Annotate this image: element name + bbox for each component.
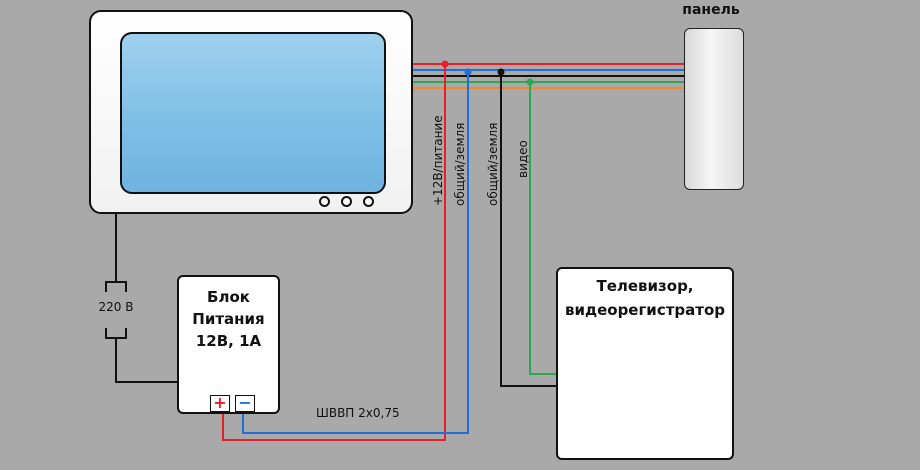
junction-black (497, 68, 505, 76)
monitor-screen (120, 32, 386, 194)
ground-wire-label-2: общий/земля (486, 122, 500, 206)
wire-red-drop (222, 64, 446, 441)
plus-terminal: + (210, 395, 230, 412)
tv-recorder-title: Телевизор, видеорегистратор (564, 277, 726, 319)
minus-terminal: − (235, 395, 255, 412)
wire-blue-drop (242, 70, 469, 434)
cable-type-label: ШВВП 2х0,75 (316, 406, 400, 420)
wire-green-drop (529, 82, 556, 375)
junction-green (526, 78, 534, 86)
ground-wire-label-1: общий/земля (453, 122, 467, 206)
call-panel (684, 28, 744, 190)
mains-plug-top (105, 281, 127, 292)
tv-recorder-box: Телевизор, видеорегистратор (556, 267, 734, 460)
wire-black-drop (500, 70, 556, 387)
monitor-button-1 (319, 196, 330, 207)
panel-label: панель (682, 2, 740, 18)
monitor-button-3 (363, 196, 374, 207)
junction-red (441, 60, 449, 68)
monitor-button-2 (341, 196, 352, 207)
mains-plug-bottom (105, 328, 127, 339)
junction-blue (464, 68, 472, 76)
video-wire-label: видео (516, 140, 530, 178)
mains-label: 220 В (98, 300, 134, 314)
power-supply-title: Блок Питания 12В, 1А (192, 288, 265, 350)
power-wire-label: +12В/питание (431, 115, 445, 206)
intercom-monitor (89, 10, 413, 214)
mains-wire-lower (115, 338, 177, 383)
power-supply-box: Блок Питания 12В, 1А + − (177, 275, 280, 414)
